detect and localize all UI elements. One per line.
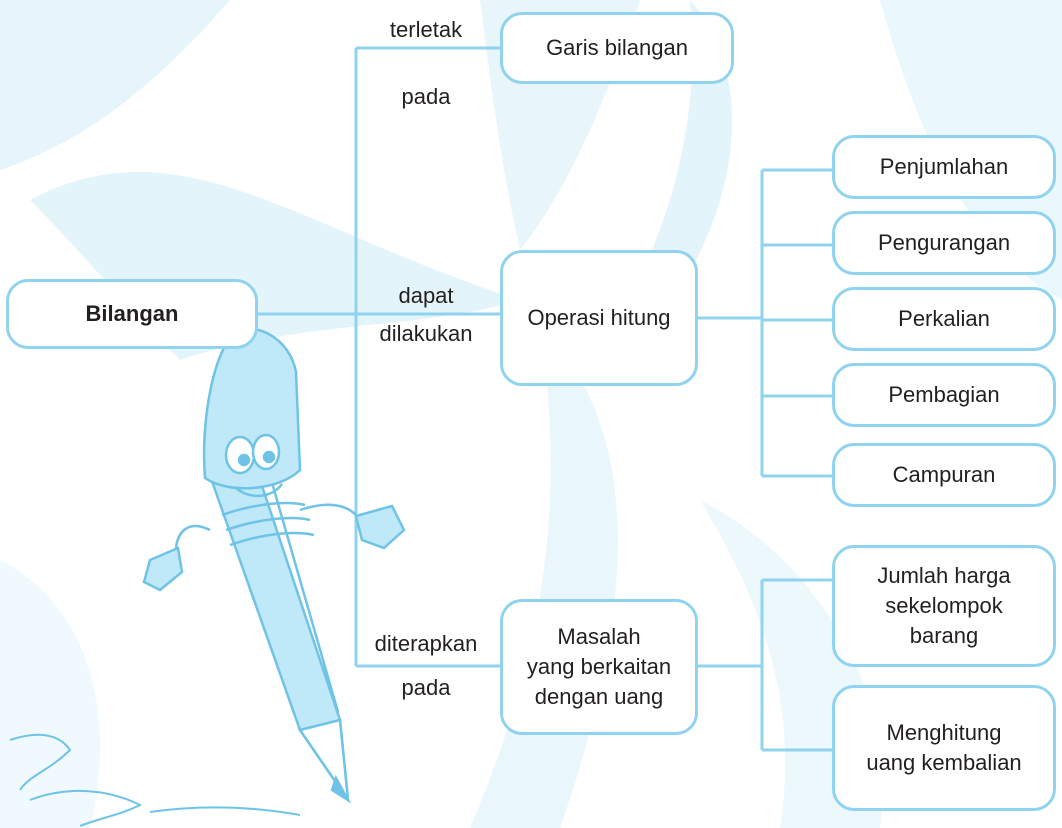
connector-label-dapat: dapat <box>398 283 454 308</box>
node-campuran: Campuran <box>832 443 1056 507</box>
node-jumlah-harga: Jumlah harga sekelompok barang <box>832 545 1056 667</box>
campuran-label: Campuran <box>892 462 996 487</box>
root-node-bilangan: Bilangan <box>6 279 258 349</box>
connector-label-dilakukan: dilakukan <box>379 321 473 346</box>
connector-label-pada-1: pada <box>401 84 451 109</box>
node-menghitung-uang-kembalian: Menghitung uang kembalian <box>832 685 1056 811</box>
root-label: Bilangan <box>85 301 179 326</box>
jumlah-harga-label: Jumlah harga sekelompok barang <box>877 563 1011 648</box>
node-pembagian: Pembagian <box>832 363 1056 427</box>
node-perkalian: Perkalian <box>832 287 1056 351</box>
pembagian-label: Pembagian <box>888 382 1000 407</box>
connector-label-diterapkan: diterapkan <box>374 631 478 656</box>
penjumlahan-label: Penjumlahan <box>879 154 1009 179</box>
pengurangan-label: Pengurangan <box>877 230 1011 255</box>
connector-label-pada-2: pada <box>401 675 451 700</box>
node-operasi-hitung: Operasi hitung <box>500 250 698 386</box>
garis-bilangan-label: Garis bilangan <box>546 35 688 60</box>
node-penjumlahan: Penjumlahan <box>832 135 1056 199</box>
node-masalah-uang: Masalah yang berkaitan dengan uang <box>500 599 698 735</box>
masalah-uang-label: Masalah yang berkaitan dengan uang <box>526 624 672 709</box>
operasi-hitung-label: Operasi hitung <box>527 305 671 330</box>
perkalian-label: Perkalian <box>898 306 990 331</box>
node-garis-bilangan: Garis bilangan <box>500 12 734 84</box>
node-pengurangan: Pengurangan <box>832 211 1056 275</box>
connector-label-terletak: terletak <box>389 17 463 42</box>
menghitung-uang-label: Menghitung uang kembalian <box>866 720 1022 775</box>
